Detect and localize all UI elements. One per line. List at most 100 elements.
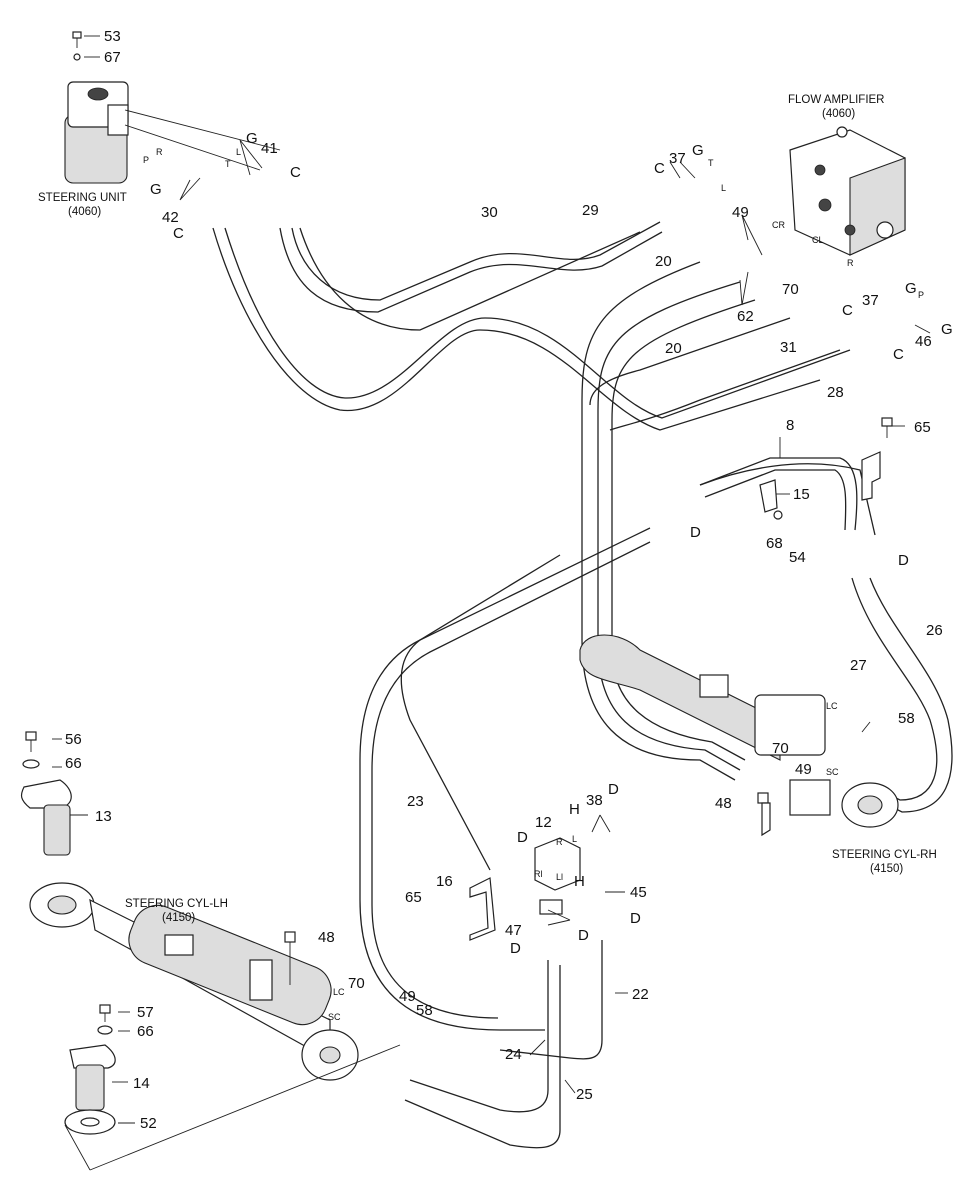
callout-16: 16 bbox=[436, 873, 453, 890]
port-lh-lc: LC bbox=[333, 987, 345, 997]
callout-20-top: 20 bbox=[655, 253, 672, 270]
port-vb-l: L bbox=[572, 834, 577, 844]
callout-8: 8 bbox=[786, 417, 794, 434]
steering-cyl-rh-code: (4150) bbox=[870, 863, 903, 875]
callout-53: 53 bbox=[104, 28, 121, 45]
flow-amplifier-code: (4060) bbox=[822, 108, 855, 120]
callout-48-left: 48 bbox=[318, 929, 335, 946]
steering-unit-name: STEERING UNIT bbox=[38, 192, 127, 204]
port-vb-r: R bbox=[556, 837, 563, 847]
callout-37-top: 37 bbox=[669, 150, 686, 167]
callout-12: 12 bbox=[535, 814, 552, 831]
callout-31: 31 bbox=[780, 339, 797, 356]
callout-54: 54 bbox=[789, 549, 806, 566]
callout-15: 15 bbox=[793, 486, 810, 503]
flow-amplifier bbox=[789, 126, 906, 256]
port-fa-cl: CL bbox=[812, 235, 824, 245]
letter-d-valve-left: D bbox=[517, 829, 528, 846]
port-rh-sc: SC bbox=[826, 767, 839, 777]
steering-unit bbox=[64, 81, 281, 184]
letter-c-amp-bottom: C bbox=[893, 346, 904, 363]
callout-47: 47 bbox=[505, 922, 522, 939]
callout-70-right: 70 bbox=[772, 740, 789, 757]
callout-38: 38 bbox=[586, 792, 603, 809]
letter-c-amp-top: C bbox=[654, 160, 665, 177]
callout-25: 25 bbox=[576, 1086, 593, 1103]
callout-13: 13 bbox=[95, 808, 112, 825]
callout-65-bottom: 65 bbox=[405, 889, 422, 906]
callout-70-top: 70 bbox=[782, 281, 799, 298]
callout-45: 45 bbox=[630, 884, 647, 901]
port-vb-rl: Rl bbox=[534, 869, 543, 879]
steering-cyl-lh-name: STEERING CYL-LH bbox=[125, 898, 228, 910]
callout-66-top: 66 bbox=[65, 755, 82, 772]
callout-70-left: 70 bbox=[348, 975, 365, 992]
flow-amplifier-name: FLOW AMPLIFIER bbox=[788, 94, 885, 106]
port-letters: G G G G G C C C C C D D D D D D D H H bbox=[150, 130, 953, 957]
callout-37-right: 37 bbox=[862, 292, 879, 309]
callout-41: 41 bbox=[261, 140, 278, 157]
letter-h-bottom: H bbox=[574, 873, 585, 890]
letter-d-hose26: D bbox=[898, 552, 909, 569]
letter-d-valve-top: D bbox=[608, 781, 619, 798]
port-fa-t: T bbox=[708, 158, 714, 168]
letter-c-steering-left: C bbox=[173, 225, 184, 242]
callout-66-bottom: 66 bbox=[137, 1023, 154, 1040]
callout-67: 67 bbox=[104, 49, 121, 66]
steering-cyl-lh-code: (4150) bbox=[162, 912, 195, 924]
callout-23: 23 bbox=[407, 793, 424, 810]
hose-routing bbox=[212, 221, 953, 1149]
small-parts bbox=[20, 31, 893, 1135]
callout-58-left: 58 bbox=[416, 1002, 433, 1019]
letter-d-hose8: D bbox=[690, 524, 701, 541]
callout-49-left: 49 bbox=[399, 988, 416, 1005]
callout-56: 56 bbox=[65, 731, 82, 748]
steering-cylinder-rh bbox=[579, 634, 899, 828]
port-su-l: L bbox=[236, 147, 241, 157]
letter-d-valve-bottom: D bbox=[510, 940, 521, 957]
letter-g-amp-r: G bbox=[905, 280, 917, 297]
callout-20-bottom: 20 bbox=[665, 340, 682, 357]
callout-22: 22 bbox=[632, 986, 649, 1003]
callout-58-right: 58 bbox=[898, 710, 915, 727]
callout-numbers: 53 67 41 42 30 29 37 37 49 20 20 62 31 2… bbox=[65, 28, 943, 1132]
letter-g-steering-left: G bbox=[150, 181, 162, 198]
steering-cyl-rh-name: STEERING CYL-RH bbox=[832, 849, 937, 861]
port-su-r: R bbox=[156, 147, 163, 157]
steering-unit-code: (4060) bbox=[68, 206, 101, 218]
leader-lines bbox=[52, 35, 931, 1171]
letter-g-amp-p: G bbox=[941, 321, 953, 338]
port-vb-ll: Ll bbox=[556, 872, 563, 882]
callout-57: 57 bbox=[137, 1004, 154, 1021]
callout-46: 46 bbox=[915, 333, 932, 350]
port-fa-r: R bbox=[847, 258, 854, 268]
port-fa-cr: CR bbox=[772, 220, 785, 230]
callout-29: 29 bbox=[582, 202, 599, 219]
callout-14: 14 bbox=[133, 1075, 150, 1092]
callout-24: 24 bbox=[505, 1046, 522, 1063]
callout-27: 27 bbox=[850, 657, 867, 674]
callout-65-top: 65 bbox=[914, 419, 931, 436]
steering-cylinder-lh bbox=[29, 882, 359, 1081]
callout-30: 30 bbox=[481, 204, 498, 221]
callout-28: 28 bbox=[827, 384, 844, 401]
letter-h-top: H bbox=[569, 801, 580, 818]
port-su-t: T bbox=[225, 159, 231, 169]
port-fa-p: P bbox=[918, 290, 924, 300]
letter-c-steering-right: C bbox=[290, 164, 301, 181]
callout-49-top: 49 bbox=[732, 204, 749, 221]
callout-48-right: 48 bbox=[715, 795, 732, 812]
port-fa-l: L bbox=[721, 183, 726, 193]
port-codes: P R T L T L CR CL R P LC SC LC SC R L Rl… bbox=[143, 147, 924, 1022]
letter-g-steering-top: G bbox=[246, 130, 258, 147]
port-su-p: P bbox=[143, 155, 149, 165]
callout-62: 62 bbox=[737, 308, 754, 325]
callout-42: 42 bbox=[162, 209, 179, 226]
port-lh-sc: SC bbox=[328, 1012, 341, 1022]
letter-g-amp-top: G bbox=[692, 142, 704, 159]
valve-block bbox=[469, 837, 581, 941]
callout-26: 26 bbox=[926, 622, 943, 639]
port-rh-lc: LC bbox=[826, 701, 838, 711]
letter-c-amp-mid: C bbox=[842, 302, 853, 319]
